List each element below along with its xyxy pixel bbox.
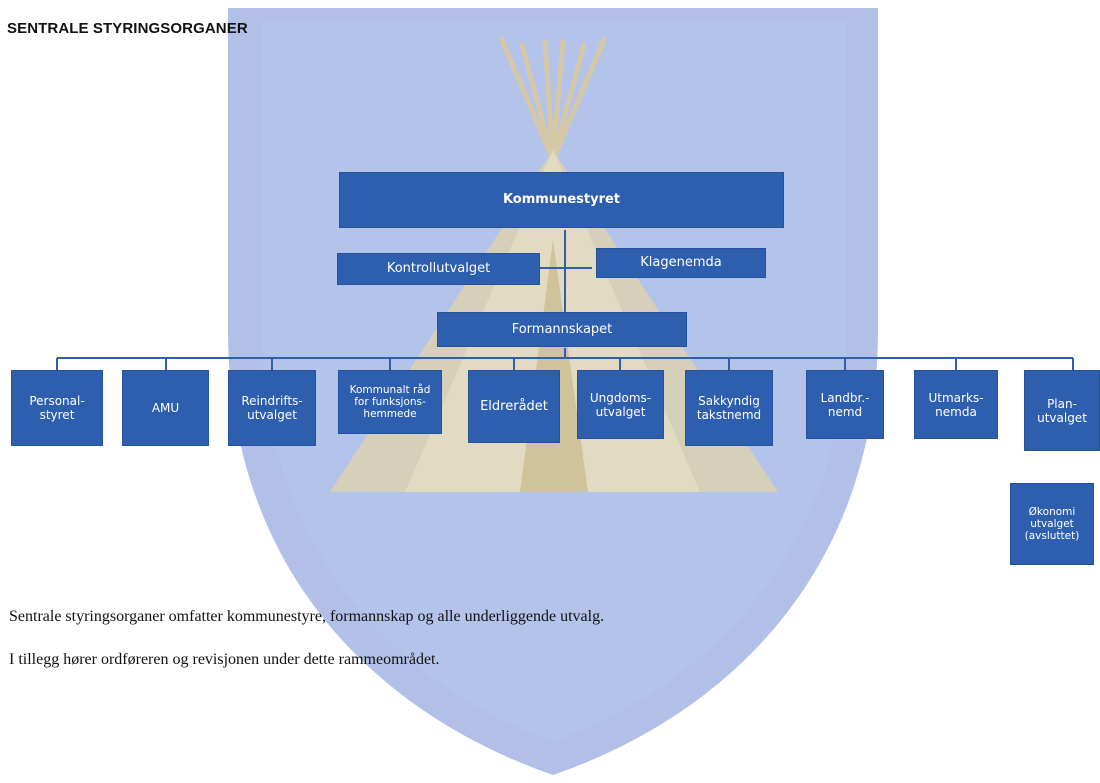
page-title: SENTRALE STYRINGSORGANER: [7, 20, 248, 37]
org-box-committee-funksjonshemmede: Kommunalt råd for funksjons- hemmede: [338, 370, 442, 434]
org-box-committee-reindriftsutvalget: Reindrifts- utvalget: [228, 370, 316, 446]
org-box-committee-personalstyret: Personal- styret: [11, 370, 103, 446]
org-box-committee-ungdomsutvalget: Ungdoms- utvalget: [577, 370, 664, 439]
org-box-kommunestyret: Kommunestyret: [339, 172, 784, 228]
body-paragraph-1: Sentrale styringsorganer omfatter kommun…: [9, 608, 605, 625]
body-paragraph-2: I tillegg hører ordføreren og revisjonen…: [9, 651, 440, 668]
org-box-formannskapet: Formannskapet: [437, 312, 687, 347]
org-box-committee-landbrnemd: Landbr.- nemd: [806, 370, 884, 439]
org-box-committee-sakkyndig-takstnemd: Sakkyndig takstnemd: [685, 370, 773, 446]
org-box-okonomiutvalget: Økonomi utvalget (avsluttet): [1010, 483, 1094, 565]
org-box-committee-amu: AMU: [122, 370, 209, 446]
org-box-committee-utmarksnemda: Utmarks- nemda: [914, 370, 998, 439]
org-box-committee-eldreradet: Eldrerådet: [468, 370, 560, 443]
org-box-committee-planutvalget: Plan- utvalget: [1024, 370, 1100, 451]
org-box-klagenemda: Klagenemda: [596, 248, 766, 278]
org-box-kontrollutvalget: Kontrollutvalget: [337, 253, 540, 285]
